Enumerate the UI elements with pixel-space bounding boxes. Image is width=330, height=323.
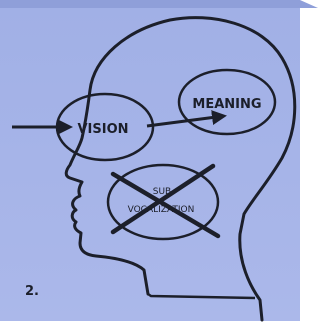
- vision-label: VISION: [77, 122, 128, 137]
- meaning-label: MEANING: [192, 97, 261, 112]
- figure-number: 2.: [25, 284, 39, 299]
- paper-corner-shadow: [0, 0, 318, 8]
- paper-right-fold: [300, 0, 330, 323]
